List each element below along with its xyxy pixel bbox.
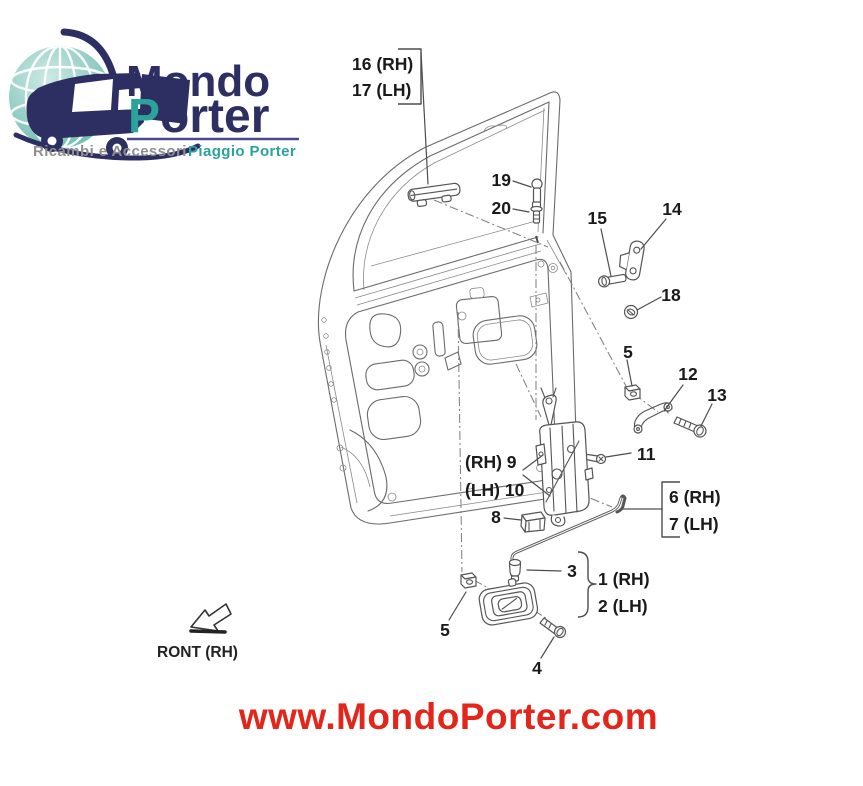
- part-3-knob: [508, 558, 522, 582]
- callout-16-rh: 16 (RH): [352, 54, 413, 74]
- front-direction-label: RONT (RH): [157, 644, 238, 661]
- svg-text:Porter: Porter: [128, 90, 269, 143]
- part-20-screw: [530, 201, 543, 224]
- callout-3: 3: [567, 561, 577, 581]
- callout-1-rh: 1 (RH): [598, 569, 650, 589]
- website-url: www.MondoPorter.com: [238, 696, 659, 737]
- part-18-screw: [623, 304, 639, 320]
- tagline-piaggio: Piaggio Porter: [188, 143, 296, 160]
- part-19-pin: [531, 178, 543, 204]
- leader-lines: [398, 48, 713, 659]
- callout-18: 18: [661, 285, 681, 305]
- callout-10-lh: (LH) 10: [465, 480, 525, 500]
- callout-15: 15: [588, 208, 608, 228]
- callout-8: 8: [491, 507, 501, 527]
- part-8-block: [520, 511, 546, 533]
- callout-9-rh: (RH) 9: [465, 452, 517, 472]
- part-13-bolt: [673, 416, 707, 438]
- callout-17-lh: 17 (LH): [352, 80, 411, 100]
- callout-14: 14: [662, 199, 682, 219]
- callout-12: 12: [678, 364, 698, 384]
- part-16-17-glass-run-strip: [407, 182, 461, 208]
- part-9-10-latch-assembly: [535, 387, 594, 527]
- callout-2-lh: 2 (LH): [598, 596, 648, 616]
- callout-4: 4: [532, 658, 542, 678]
- callout-13: 13: [707, 385, 727, 405]
- brand-word-mondo: Mondo: [126, 57, 270, 106]
- callout-20: 20: [492, 198, 512, 218]
- brand-word-porter-initial: P: [128, 90, 160, 143]
- part-14-check-bracket: [619, 240, 645, 281]
- callout-6-rh: 6 (RH): [669, 487, 721, 507]
- brand-word-porter-rest: orter: [160, 90, 269, 143]
- front-arrow-icon: [190, 603, 232, 632]
- part-1-2-inside-handle: [478, 578, 539, 626]
- part-15-bolt: [598, 273, 627, 288]
- callout-11: 11: [637, 444, 656, 464]
- mondo-porter-logo: Mondo Porter Ricambi e Accessori Piaggio…: [9, 28, 299, 161]
- callout-5-lower: 5: [440, 620, 450, 640]
- callout-5-upper: 5: [623, 342, 633, 362]
- part-5-clip-upper: [624, 384, 641, 401]
- tagline-ricambi: Ricambi e Accessori: [33, 143, 187, 160]
- part-6-7-rod: [510, 494, 627, 577]
- part-5-clip-lower: [460, 572, 477, 589]
- part-4-bolt: [539, 617, 567, 639]
- front-direction-marker: RONT (RH): [157, 603, 238, 661]
- callout-7-lh: 7 (LH): [669, 514, 719, 534]
- callout-labels: 16 (RH) 17 (LH) 19 20 15 14 18 5 12 13 1…: [352, 54, 727, 678]
- callout-19: 19: [492, 170, 512, 190]
- truck-icon: [13, 28, 201, 161]
